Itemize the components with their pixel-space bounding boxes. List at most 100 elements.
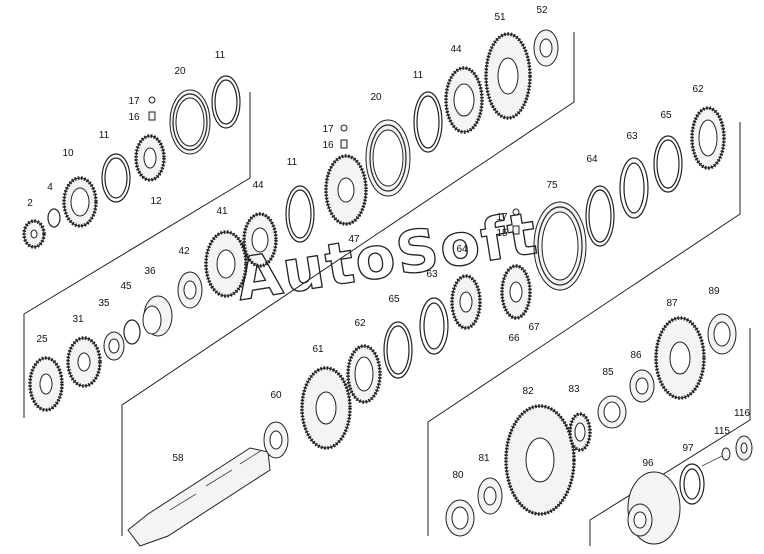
label-58: 58: [172, 453, 184, 464]
label-61: 61: [312, 344, 324, 355]
ring-part-63a: [419, 297, 449, 355]
synchro-cone-part-20b: [365, 119, 411, 197]
label-20a: 20: [174, 66, 186, 77]
ring-part-11d: [413, 91, 443, 153]
detent-parts-16-17a: [148, 96, 156, 121]
lock-plate-part-116: [735, 435, 753, 461]
label-89: 89: [708, 286, 720, 297]
label-17c: 17: [496, 212, 508, 223]
gear-part-87: [654, 316, 706, 400]
gear-part-2: [22, 219, 46, 249]
label-47: 47: [348, 234, 360, 245]
bushing-part-80: [445, 499, 475, 537]
label-80: 80: [452, 470, 464, 481]
label-62b: 62: [692, 84, 704, 95]
label-10: 10: [62, 148, 74, 159]
label-81: 81: [478, 453, 490, 464]
synchro-cone-part-75: [533, 201, 587, 291]
gear-part-25: [28, 356, 64, 412]
label-11a: 11: [99, 130, 110, 141]
label-11c: 11: [287, 157, 298, 168]
ring-part-63b: [619, 157, 649, 219]
label-15: 15: [496, 228, 508, 239]
snap-ring-part-45: [123, 319, 141, 345]
label-85: 85: [602, 367, 614, 378]
gear-part-82: [504, 404, 576, 516]
synchro-ring-part-62b: [690, 106, 726, 170]
label-44b: 44: [450, 44, 462, 55]
label-2: 2: [27, 198, 33, 209]
synchro-ring-part-10: [62, 176, 98, 228]
label-51: 51: [494, 12, 506, 23]
label-4: 4: [47, 182, 53, 193]
label-17a: 17: [128, 96, 140, 107]
label-17b: 17: [322, 124, 334, 135]
label-35: 35: [98, 298, 110, 309]
label-16a: 16: [128, 112, 140, 123]
gear-part-41: [204, 230, 248, 298]
ring-part-64b: [585, 185, 615, 247]
bearing-part-86: [629, 369, 655, 403]
label-44a: 44: [252, 180, 264, 191]
sleeve-hub-part-12: [134, 134, 166, 182]
ring-part-11a: [101, 153, 131, 203]
gear-part-31: [66, 336, 102, 388]
label-20b: 20: [370, 92, 382, 103]
flange-part-96: [627, 471, 681, 545]
label-116: 116: [734, 408, 750, 419]
label-115: 115: [714, 426, 730, 437]
label-52: 52: [536, 5, 548, 16]
bearing-part-89: [707, 313, 737, 355]
washer-part-83: [568, 412, 592, 452]
gear-part-44b: [444, 66, 484, 134]
synchro-cone-part-20a: [169, 89, 211, 155]
label-65a: 65: [388, 294, 400, 305]
label-66: 66: [508, 333, 520, 344]
panel-frames: [23, 32, 751, 546]
label-97: 97: [682, 443, 694, 454]
label-62a: 62: [354, 318, 366, 329]
bearing-part-81: [477, 477, 503, 515]
bearing-part-35: [103, 331, 125, 361]
label-16b: 16: [322, 140, 334, 151]
label-12: 12: [150, 196, 162, 207]
mainshaft-part-58: [127, 447, 271, 547]
ring-part-65a: [383, 321, 413, 379]
label-11d: 11: [413, 70, 424, 81]
washer-part-97: [679, 463, 705, 505]
label-63a: 63: [426, 269, 438, 280]
snap-ring-part-4: [47, 208, 61, 228]
label-60: 60: [270, 390, 282, 401]
label-31: 31: [72, 314, 84, 325]
label-75: 75: [546, 180, 558, 191]
detent-parts-15-17c: [512, 208, 520, 235]
ring-part-65b: [653, 135, 683, 193]
label-36: 36: [144, 266, 156, 277]
label-11b: 11: [215, 50, 226, 61]
label-64a: 64: [456, 244, 468, 255]
label-45: 45: [120, 281, 132, 292]
part-labels: 2 4 10 11 12 16 17 20 11 16 17 20 11 44 …: [27, 5, 750, 481]
gear-part-51: [484, 32, 532, 120]
label-25: 25: [36, 334, 48, 345]
synchro-ring-part-62a: [346, 344, 382, 404]
label-42: 42: [178, 246, 190, 257]
bearing-part-60: [263, 421, 289, 459]
bushing-part-85: [597, 395, 627, 429]
label-87: 87: [666, 298, 678, 309]
label-63b: 63: [626, 131, 638, 142]
label-64b: 64: [586, 154, 598, 165]
ring-part-11b: [211, 75, 241, 129]
hub-part-64a: [450, 274, 482, 330]
collar-part-36: [142, 295, 173, 337]
label-83: 83: [568, 384, 580, 395]
label-96: 96: [642, 458, 654, 469]
bearing-part-42: [177, 271, 203, 309]
label-82: 82: [522, 386, 534, 397]
detent-parts-16-17b: [340, 124, 348, 149]
label-65b: 65: [660, 110, 672, 121]
label-41: 41: [216, 206, 228, 217]
hub-parts-66-67: [500, 264, 532, 320]
ring-part-11c: [285, 185, 315, 243]
